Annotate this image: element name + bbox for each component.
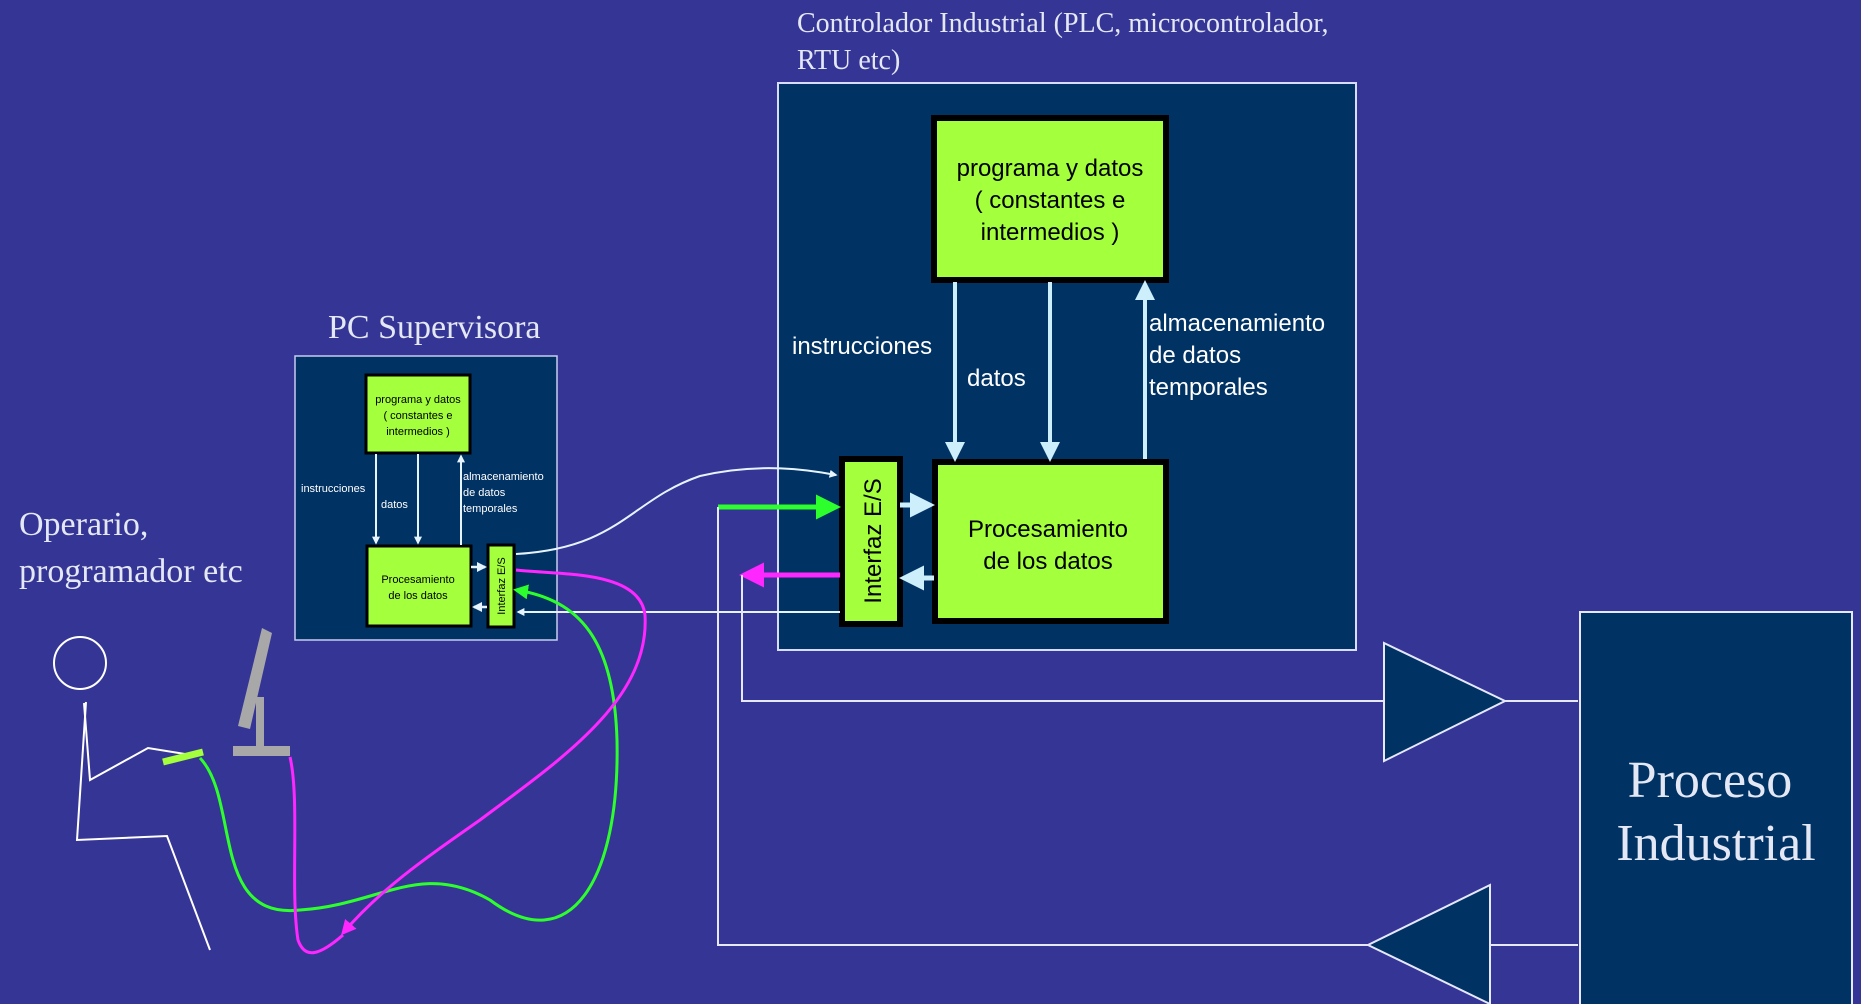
plc-memory-block — [931, 115, 1169, 283]
plc-memory-line2: ( constantes e — [975, 187, 1126, 214]
plc-processing-line1: Procesamiento — [968, 516, 1128, 543]
plc-controller: Controlador Industrial (PLC, microcontro… — [718, 8, 1357, 651]
plc-title-line1: Controlador Industrial (PLC, microcontro… — [797, 8, 1329, 39]
process-box — [1579, 611, 1853, 1004]
pc-storage-line2: de datos — [463, 487, 506, 499]
industrial-process: Proceso Industrial — [1579, 611, 1853, 1004]
plc-datos-label: datos — [967, 365, 1026, 392]
pc-memory-line2: ( constantes e — [383, 410, 452, 422]
plc-title-line2: RTU etc) — [797, 45, 900, 76]
input-wire — [717, 507, 1368, 946]
pc-memory-line1: programa y datos — [375, 394, 461, 406]
field-wiring — [717, 507, 1578, 946]
pc-memory-block — [364, 373, 472, 455]
actuator-amplifier — [1383, 641, 1508, 763]
plc-storage-line3: temporales — [1149, 374, 1268, 401]
operator-figure — [53, 636, 211, 951]
plc-memory-line3: intermedios ) — [981, 219, 1120, 246]
operator-input-green-line — [198, 584, 619, 922]
keyboard — [162, 748, 204, 766]
monitor — [233, 628, 290, 756]
pc-output-magenta-line — [341, 568, 647, 936]
output-wire — [741, 575, 1384, 702]
pc-datos-label: datos — [381, 499, 408, 511]
pc-storage-line1: almacenamiento — [463, 471, 544, 483]
plc-io-label: Interfaz E/S — [860, 478, 887, 603]
operator: Operario, programador etc — [19, 506, 290, 951]
pc-processing-line2: de los datos — [388, 590, 448, 602]
screen-magenta-line — [288, 756, 344, 955]
monitor-stand — [256, 697, 264, 748]
pc-io-label: Interfaz E/S — [496, 557, 508, 614]
operator-line1: Operario, — [19, 506, 148, 543]
operator-arm — [83, 702, 186, 782]
process-line1: Proceso — [1628, 752, 1793, 809]
monitor-screen — [238, 628, 272, 729]
plc-storage-line1: almacenamiento — [1149, 310, 1325, 337]
pc-to-plc-link — [515, 467, 838, 555]
plc-memory-line1: programa y datos — [957, 155, 1144, 182]
pc-memory-line3: intermedios ) — [386, 426, 450, 438]
plc-processing-line2: de los datos — [983, 548, 1112, 575]
process-line2: Industrial — [1616, 815, 1815, 872]
sensor-amplifier — [1365, 883, 1491, 1004]
plc-instrucciones-label: instrucciones — [792, 333, 932, 360]
pc-instrucciones-label: instrucciones — [301, 483, 366, 495]
monitor-base — [233, 746, 290, 756]
plc-io-block — [839, 456, 903, 627]
pc-title: PC Supervisora — [328, 309, 541, 346]
pc-processing-block — [365, 544, 473, 628]
operator-line2: programador etc — [19, 553, 243, 590]
pc-processing-line1: Procesamiento — [381, 574, 454, 586]
plc-storage-line2: de datos — [1149, 342, 1241, 369]
operator-head — [53, 636, 107, 690]
operator-body-legs — [75, 701, 211, 951]
pc-storage-line3: temporales — [463, 503, 518, 515]
plc-processing-block — [932, 459, 1169, 624]
